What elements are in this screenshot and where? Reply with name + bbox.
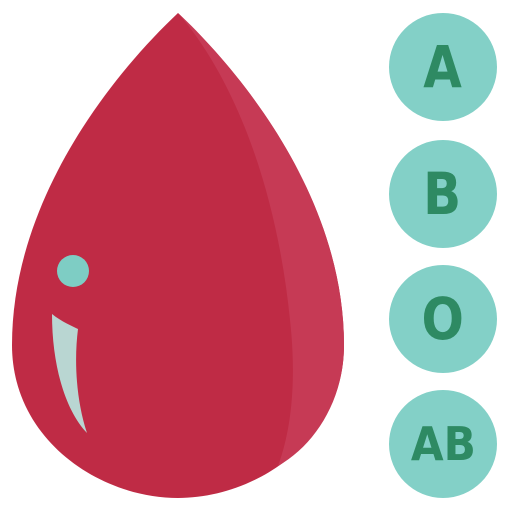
blood-drop-shine [52, 314, 87, 433]
blood-type-badge-o: O [389, 265, 497, 373]
blood-type-badge-b: B [389, 140, 497, 248]
blood-type-label-a: A [423, 33, 463, 101]
blood-type-badge-ab: AB [389, 390, 497, 498]
blood-drop-right-highlight [178, 13, 344, 466]
blood-type-label-ab: AB [410, 417, 476, 471]
blood-type-label-b: B [423, 160, 463, 228]
blood-drop-shine-dot [57, 255, 89, 287]
blood-type-label-o: O [421, 285, 465, 353]
blood-type-badge-a: A [389, 13, 497, 121]
